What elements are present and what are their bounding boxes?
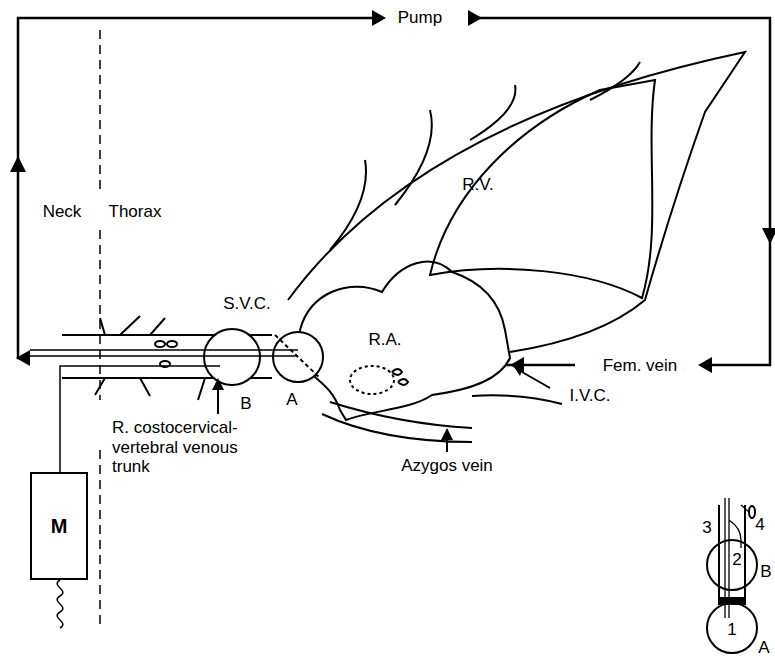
pointer-heads bbox=[212, 366, 524, 440]
balloon-label: A bbox=[758, 638, 769, 658]
catheter-wall bbox=[719, 505, 745, 600]
catheter-inset bbox=[707, 498, 757, 653]
arrowhead bbox=[441, 428, 453, 440]
arrowhead bbox=[10, 156, 26, 172]
callout-number: 2 bbox=[732, 550, 741, 570]
vessel-label: R. costocervical- vertebral venous trunk bbox=[112, 418, 262, 477]
balloon-a bbox=[273, 332, 323, 382]
chamber-label: R.V. bbox=[462, 175, 494, 195]
circuit-line bbox=[18, 18, 372, 358]
valve bbox=[392, 369, 408, 385]
seal-band bbox=[719, 598, 745, 604]
balloon-label: B bbox=[760, 562, 771, 582]
circuit-label: Pump bbox=[395, 8, 445, 28]
callout-number: 1 bbox=[727, 620, 736, 640]
azygos-vein bbox=[322, 402, 472, 442]
superior-vena-cava bbox=[30, 316, 550, 628]
chamber-label: R.A. bbox=[368, 330, 401, 350]
catheter bbox=[30, 350, 298, 356]
cable bbox=[57, 580, 63, 628]
arrowhead bbox=[372, 10, 386, 26]
vein-branch bbox=[95, 316, 205, 400]
balloon-label: B bbox=[240, 394, 251, 414]
arrowhead bbox=[762, 228, 775, 244]
circuit-line bbox=[470, 18, 770, 365]
vessel-branch bbox=[330, 62, 640, 250]
valve bbox=[155, 341, 165, 347]
pointer-arrow bbox=[522, 372, 550, 388]
valve bbox=[167, 341, 177, 347]
vessel-label: Azygos vein bbox=[401, 456, 493, 476]
region-label: Thorax bbox=[109, 202, 162, 222]
inset-balloon-b bbox=[707, 540, 757, 590]
vessel-label: Fem. vein bbox=[600, 356, 681, 376]
inferior-vena-cava bbox=[472, 395, 562, 404]
neck-thorax-divider bbox=[99, 30, 101, 625]
lead-valve bbox=[749, 506, 755, 518]
flow-arrows bbox=[10, 10, 775, 373]
lead-line bbox=[741, 505, 749, 512]
arrowhead bbox=[16, 350, 30, 366]
pulmonary-trunk-outline bbox=[288, 52, 745, 352]
inset-balloon-a bbox=[707, 603, 757, 653]
vessel-label: I.V.C. bbox=[570, 386, 611, 406]
balloon-label: A bbox=[286, 390, 297, 410]
arrowhead bbox=[698, 357, 712, 373]
heart bbox=[288, 52, 745, 442]
vessel-label: S.V.C. bbox=[223, 294, 271, 314]
balloon-b bbox=[204, 329, 260, 385]
coronary-sinus bbox=[350, 366, 394, 394]
arrowhead bbox=[212, 378, 224, 390]
region-label: Neck bbox=[43, 202, 82, 222]
pump-circuit bbox=[18, 18, 770, 365]
arrowhead bbox=[468, 10, 482, 26]
instrument-label: M bbox=[51, 515, 68, 538]
callout-number: 4 bbox=[755, 515, 764, 535]
pointer-arrow bbox=[217, 386, 219, 414]
callout-number: 3 bbox=[702, 518, 711, 538]
manometer-box: M bbox=[30, 472, 88, 580]
arrowhead bbox=[514, 366, 524, 376]
right-ventricle bbox=[430, 80, 655, 298]
